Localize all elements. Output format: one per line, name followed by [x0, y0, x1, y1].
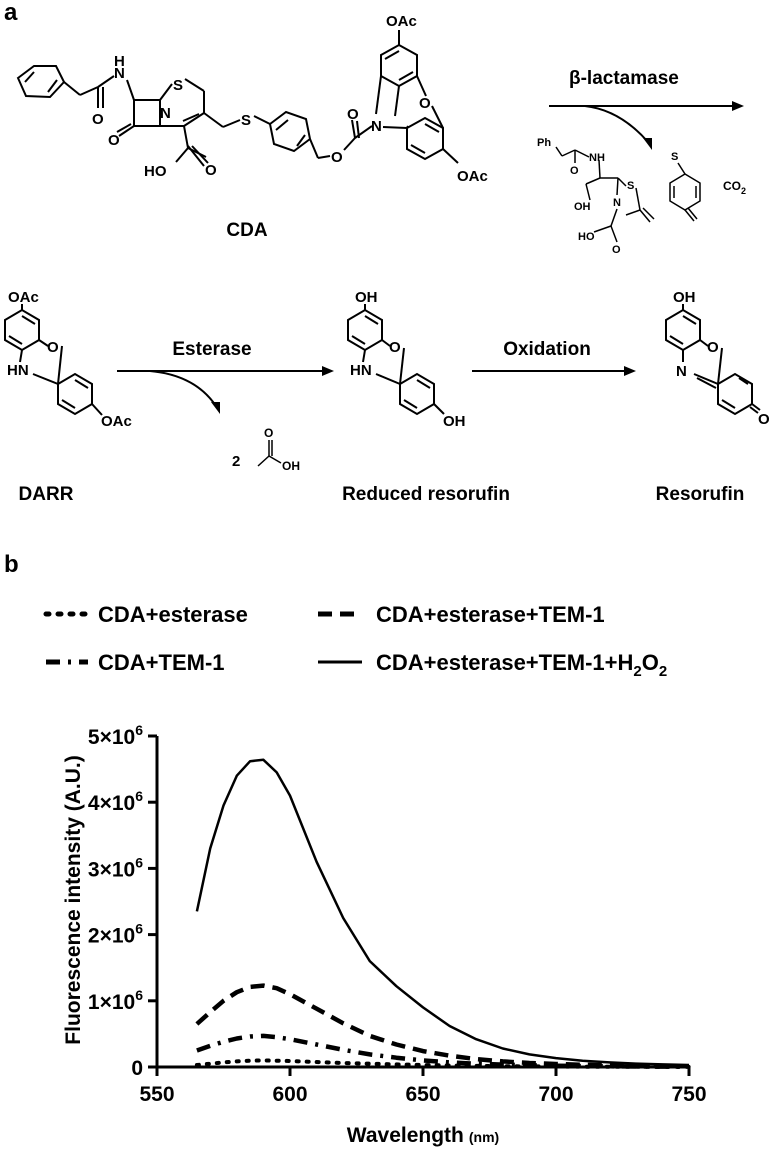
chart-legend: CDA+esterase CDA+esterase+TEM-1 CDA+TEM-…	[43, 602, 667, 680]
y-tick-label: 3×106	[88, 854, 143, 881]
series-line-dashed	[195, 983, 690, 1069]
legend-label-cda-esterase-tem1: CDA+esterase+TEM-1	[376, 602, 605, 627]
res-o-ketone: O	[758, 411, 770, 428]
reduced-resorufin-atom-labels: OH O HN OH	[350, 289, 466, 430]
panel-a-label: a	[4, 0, 18, 26]
panel-b-label: b	[4, 551, 19, 578]
cda-n-bridge2	[375, 75, 382, 115]
res-o: O	[707, 339, 719, 356]
atom-amide-o: O	[92, 111, 104, 128]
lactamase-product-labels: Ph NH O OH S N HO O S	[537, 137, 678, 256]
beta-lactamase-arrowhead	[732, 101, 744, 111]
atom-oac-top: OAc	[386, 13, 417, 30]
series-line-dotted	[194, 1058, 691, 1069]
rr-hn: HN	[350, 362, 372, 379]
lactamase-product-structure	[555, 146, 701, 243]
esterase-label: Esterase	[172, 339, 251, 360]
atom-ph: Ph	[537, 137, 551, 149]
esterase-arrowhead	[322, 366, 334, 376]
atom-ho-small: HO	[578, 231, 595, 243]
x-tick-label: 700	[538, 1083, 573, 1106]
atom-h: H	[114, 53, 125, 70]
atom-ring-o: O	[419, 95, 431, 112]
atom-cooh-o: O	[205, 162, 217, 179]
x-ticks: 550 600 650 700 750	[139, 1067, 707, 1106]
atom-s-ring: S	[173, 77, 183, 94]
series-line-solid	[195, 758, 690, 1067]
legend-label-cda-esterase: CDA+esterase	[98, 602, 248, 627]
y-tick-label: 0	[131, 1057, 143, 1080]
oxidation-label: Oxidation	[503, 339, 591, 360]
atom-s-thione: S	[671, 151, 678, 163]
atom-s-small: S	[627, 180, 634, 192]
y-ticks: 0 1×106 2×106 3×106 4×106 5×106	[88, 722, 157, 1080]
acetic-acid-o: O	[264, 426, 273, 440]
resorufin-atom-labels: OH O N O	[673, 289, 770, 428]
beta-lactamase-side-arrow	[584, 105, 649, 143]
y-tick-label: 2×106	[88, 921, 143, 948]
acetic-acid-oh: OH	[282, 459, 300, 473]
darr-label: DARR	[19, 484, 74, 505]
atom-oac-bottom: OAc	[457, 168, 488, 185]
y-tick-label: 4×106	[88, 788, 143, 815]
x-tick-label: 750	[671, 1083, 706, 1106]
atom-n-small: N	[613, 197, 621, 209]
atom-o-small2: O	[612, 244, 621, 256]
x-tick-label: 600	[272, 1083, 307, 1106]
cda-label: CDA	[226, 220, 267, 241]
reduced-resorufin-structure	[347, 304, 445, 416]
legend-label-cda-tem1: CDA+TEM-1	[98, 650, 225, 675]
atom-lactam-n: N	[160, 105, 171, 122]
atom-nh-small: NH	[589, 152, 605, 164]
acetic-acid-count: 2	[232, 453, 240, 470]
oxidation-arrowhead	[624, 366, 636, 376]
beta-lactamase-label: β-lactamase	[569, 68, 679, 89]
rr-oh-top: OH	[355, 289, 378, 306]
atom-ho: HO	[144, 163, 167, 180]
darr-hn: HN	[7, 362, 29, 379]
darr-structure	[4, 304, 103, 416]
atom-s-thio: S	[241, 112, 251, 129]
esterase-side-arrowhead	[211, 402, 220, 414]
atom-lactam-o: O	[108, 132, 120, 149]
cda-n-bridge	[382, 126, 408, 129]
atom-nh: N	[114, 65, 125, 82]
atom-ester-o1: O	[331, 149, 343, 166]
spectrum-chart: 0 1×106 2×106 3×106 4×106 5×106 550 600 650 700 7…	[62, 722, 707, 1147]
atom-oh-small: OH	[574, 201, 591, 213]
chart-series	[194, 758, 691, 1069]
esterase-side-arrow	[149, 370, 217, 407]
atom-o-small: O	[570, 165, 579, 177]
cda-atom-labels: N H O O N S HO O S O O N O OAc OAc	[92, 13, 488, 185]
y-tick-label: 1×106	[88, 987, 143, 1014]
cda-structure	[16, 30, 459, 167]
resorufin-label: Resorufin	[656, 484, 745, 505]
co2-label: CO2	[723, 179, 746, 196]
rr-oh-bottom: OH	[443, 413, 466, 430]
rr-o: O	[389, 339, 401, 356]
darr-oac-top: OAc	[8, 289, 39, 306]
x-tick-label: 550	[139, 1083, 174, 1106]
darr-oac-bottom: OAc	[101, 413, 132, 430]
x-tick-label: 650	[405, 1083, 440, 1106]
res-n: N	[676, 363, 687, 380]
resorufin-structure	[665, 304, 761, 416]
darr-o: O	[47, 339, 59, 356]
atom-ester-o2: O	[347, 106, 359, 123]
beta-lactamase-side-arrowhead	[643, 138, 652, 150]
acetic-acid-structure	[257, 440, 282, 467]
reduced-resorufin-label: Reduced resorufin	[342, 484, 510, 505]
darr-atom-labels: OAc O HN OAc	[7, 289, 132, 430]
legend-label-h2o2: CDA+esterase+TEM-1+H2O2	[376, 650, 667, 680]
atom-ring-n: N	[371, 118, 382, 135]
y-axis-title: Fluorescence intensity (A.U.)	[62, 755, 85, 1044]
x-axis-title: Wavelength(nm)	[347, 1124, 499, 1147]
y-tick-label: 5×106	[88, 722, 143, 749]
res-oh-top: OH	[673, 289, 696, 306]
